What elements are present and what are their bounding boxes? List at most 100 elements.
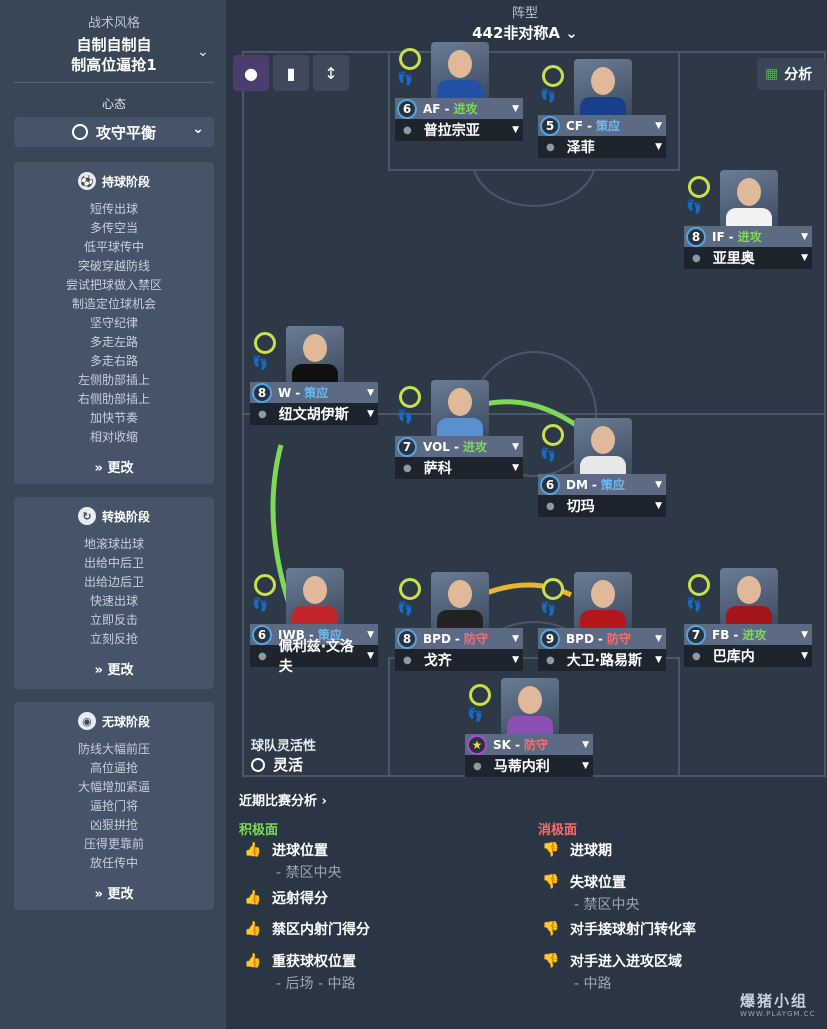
sort-icon[interactable]: ↕ [313, 55, 349, 91]
instruction: 高位逼抢 [89, 761, 138, 775]
player-card[interactable]: 👣 6 IWB - 策应 ▼ ● 佩利兹·文洛夫 ▼ [250, 568, 378, 680]
player-name-select[interactable]: ● 戈齐 ▼ [395, 649, 523, 671]
bar-chart-icon[interactable]: ▮ [273, 55, 309, 91]
chevron-down-icon: ▼ [367, 629, 374, 640]
player-card[interactable]: 👣 ★ SK - 防守 ▼ ● 马蒂内利 ▼ [465, 678, 593, 790]
player-role-select[interactable]: 6 AF - 进攻 ▼ [395, 98, 523, 119]
phase-instructions: 短传出球 多传空当 低平球传中 突破穿越防线 尝试把球做入禁区 制造定位球机会 … [14, 200, 214, 447]
player-card[interactable]: 👣 5 CF - 策应 ▼ ● 泽菲 ▼ [538, 59, 666, 171]
role-separator: - [453, 439, 459, 454]
player-role-select[interactable]: 6 DM - 策应 ▼ [538, 474, 666, 495]
player-head [518, 686, 542, 714]
role-separator: - [587, 118, 592, 133]
role-duty: 进攻 [737, 230, 762, 244]
item-text: 进球位置 [272, 843, 328, 859]
item-sub: - 禁区中央 [574, 897, 640, 913]
chevron-down-icon: ▼ [512, 633, 519, 644]
player-role-select[interactable]: 7 FB - 进攻 ▼ [684, 624, 812, 645]
player-name-select[interactable]: ● 普拉宗亚 ▼ [395, 119, 523, 141]
instruction: 尝试把球做入禁区 [65, 278, 162, 292]
player-name-select[interactable]: ● 巴库内 ▼ [684, 645, 812, 667]
player-name-select[interactable]: ● 泽菲 ▼ [538, 136, 666, 158]
no-ball-icon: ◉ [77, 712, 96, 730]
player-name-select[interactable]: ● 大卫·路易斯 ▼ [538, 649, 666, 671]
chevron-down-icon: ▼ [512, 441, 519, 452]
player-card[interactable]: 👣 8 W - 策应 ▼ ● 纽文胡伊斯 ▼ [250, 326, 378, 438]
player-shirt [726, 606, 772, 626]
player-shirt [437, 80, 483, 100]
watermark-url: WWW.PLAYGM.CC [740, 1010, 816, 1018]
player-card[interactable]: 👣 6 DM - 策应 ▼ ● 切玛 ▼ [538, 418, 666, 530]
person-icon: ● [473, 760, 482, 772]
item-sub: - 中路 [574, 976, 612, 992]
recent-analysis-title: 近期比赛分析 [239, 794, 318, 809]
player-role-select[interactable]: 5 CF - 策应 ▼ [538, 115, 666, 136]
role-duty: 策应 [317, 628, 342, 642]
player-role-select[interactable]: 6 IWB - 策应 ▼ [250, 624, 378, 645]
role-duty: 策应 [596, 119, 621, 133]
chevron-down-icon: ▼ [512, 125, 519, 135]
formation-select[interactable]: 442非对称A ⌄ [440, 22, 610, 43]
flexibility-text: 灵活 [273, 756, 304, 774]
player-role-select[interactable]: 8 W - 策应 ▼ [250, 382, 378, 403]
chevron-down-icon: ▼ [655, 655, 662, 665]
feet-icon: 👣 [252, 598, 268, 613]
player-name-select[interactable]: ● 萨科 ▼ [395, 457, 523, 479]
player-role-select[interactable]: 9 BPD - 防守 ▼ [538, 628, 666, 649]
change-button[interactable]: » 更改 [94, 461, 134, 476]
chevron-down-icon: ▼ [801, 629, 808, 640]
instruction: 低平球传中 [83, 240, 144, 254]
player-role-select[interactable]: 7 VOL - 进攻 ▼ [395, 436, 523, 457]
player-name: 纽文胡伊斯 [278, 407, 349, 423]
player-head [448, 388, 472, 416]
player-role-select[interactable]: 8 IF - 进攻 ▼ [684, 226, 812, 247]
player-photo [574, 59, 632, 117]
player-shirt [437, 418, 483, 438]
change-button[interactable]: » 更改 [94, 887, 134, 902]
instruction: 制造定位球机会 [71, 297, 156, 311]
recent-analysis-link[interactable]: 近期比赛分析 › [239, 794, 327, 809]
ball-icon: ⚽ [77, 172, 96, 190]
player-name-select[interactable]: ● 切玛 ▼ [538, 495, 666, 517]
player-name-select[interactable]: ● 马蒂内利 ▼ [465, 755, 593, 777]
player-name: 佩利兹·文洛夫 [278, 639, 355, 675]
chevron-down-icon[interactable]: ⌄ [197, 44, 209, 60]
instruction: 逼抢门将 [89, 799, 138, 813]
thumbs-down-icon: 👎 [542, 921, 560, 937]
item-text: 重获球权位置 [272, 954, 356, 970]
player-view-icon[interactable]: ● [233, 55, 269, 91]
player-name-select[interactable]: ● 佩利兹·文洛夫 ▼ [250, 639, 378, 675]
role-duty: 策应 [600, 478, 625, 492]
player-role-select[interactable]: 8 BPD - 防守 ▼ [395, 628, 523, 649]
player-photo [720, 568, 778, 626]
player-card[interactable]: 👣 8 BPD - 防守 ▼ ● 戈齐 ▼ [395, 572, 523, 684]
chevron-down-icon: ⌄ [565, 24, 578, 42]
role-code: IF [712, 229, 725, 244]
player-name-select[interactable]: ● 纽文胡伊斯 ▼ [250, 403, 378, 425]
player-card[interactable]: 👣 9 BPD - 防守 ▼ ● 大卫·路易斯 ▼ [538, 572, 666, 684]
analysis-label: 分析 [784, 67, 813, 83]
person-icon: ● [403, 124, 412, 136]
player-card[interactable]: 👣 7 FB - 进攻 ▼ ● 巴库内 ▼ [684, 568, 812, 680]
mentality-value: 攻守平衡 [95, 123, 156, 142]
star-icon: ★ [467, 734, 487, 755]
player-card[interactable]: 👣 7 VOL - 进攻 ▼ ● 萨科 ▼ [395, 380, 523, 492]
player-name: 切玛 [566, 499, 595, 515]
mentality-select[interactable]: 攻守平衡 ⌄ [14, 117, 214, 147]
analysis-button[interactable]: ▦ 分析 [757, 58, 827, 90]
player-card[interactable]: 👣 6 AF - 进攻 ▼ ● 普拉宗亚 ▼ [395, 42, 523, 154]
condition-icon [688, 574, 710, 596]
feet-icon: 👣 [467, 708, 483, 723]
divider [14, 82, 214, 83]
thumbs-up-icon: 👍 [244, 953, 262, 969]
tactical-style[interactable]: 战术风格 自制自制自 制高位逼抢1 [14, 12, 214, 75]
player-name-select[interactable]: ● 亚里奥 ▼ [684, 247, 812, 269]
change-button[interactable]: » 更改 [94, 663, 134, 678]
instruction: 地滚球出球 [83, 537, 144, 551]
person-icon: ● [546, 654, 555, 666]
instruction: 多传空当 [89, 221, 138, 235]
player-shirt [292, 606, 338, 626]
feet-icon: 👣 [397, 602, 413, 617]
player-role-select[interactable]: ★ SK - 防守 ▼ [465, 734, 593, 755]
player-card[interactable]: 👣 8 IF - 进攻 ▼ ● 亚里奥 ▼ [684, 170, 812, 282]
